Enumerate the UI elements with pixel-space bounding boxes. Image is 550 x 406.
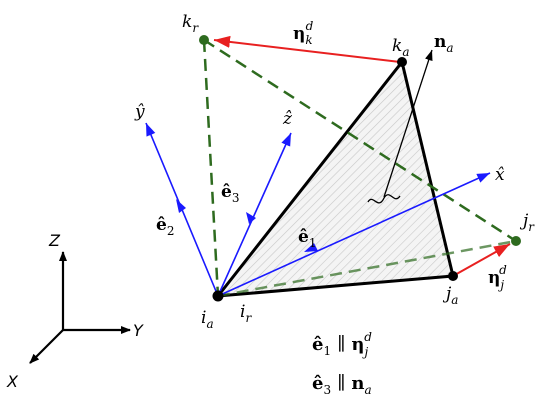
e2-arrowhead xyxy=(176,199,186,213)
unit-vector-heads xyxy=(176,199,318,252)
label-k-a: ka xyxy=(392,36,409,59)
label-eta-j: ηjd xyxy=(488,263,507,292)
label-y-hat: ŷ xyxy=(134,102,145,122)
label-eta-k: ηkd xyxy=(293,19,314,47)
label-i-r: ir xyxy=(240,302,252,325)
relation-e1-parallel-eta: ê1∥ηjd xyxy=(312,330,372,359)
e3-arrowhead xyxy=(246,212,256,224)
node-i-a xyxy=(212,290,224,302)
label-k-r: kr xyxy=(182,12,199,35)
x-hat-axis xyxy=(217,172,491,297)
label-e2: ê2 xyxy=(156,215,174,238)
eta-k-arrow xyxy=(213,35,401,63)
label-j-a: ja xyxy=(442,284,458,307)
global-axes xyxy=(29,251,131,364)
label-global-z: Z xyxy=(48,231,61,250)
normal-vector xyxy=(367,49,433,204)
node-j-r xyxy=(511,236,521,246)
relation-e3-parallel-n: ê3∥na xyxy=(312,373,372,397)
label-z-hat: ẑ xyxy=(282,109,293,129)
e1-arrowhead xyxy=(304,243,318,252)
label-e1: ê1 xyxy=(298,227,316,250)
label-global-y: Y xyxy=(133,321,144,340)
label-n-a: na xyxy=(434,32,454,55)
label-global-x: X xyxy=(6,372,19,391)
actual-triangle xyxy=(214,58,455,298)
label-j-r: jr xyxy=(519,211,535,234)
node-k-r xyxy=(199,35,209,45)
eta-j-arrow xyxy=(452,243,511,277)
reference-triangle xyxy=(202,38,517,298)
z-hat-axis xyxy=(217,132,292,297)
squiggle-mark xyxy=(367,194,401,204)
label-x-hat: x̂ xyxy=(495,165,505,185)
node-j-a xyxy=(448,271,458,281)
label-i-a: ia xyxy=(201,308,214,331)
label-e3: ê3 xyxy=(221,182,239,205)
node-k-a xyxy=(397,57,407,67)
